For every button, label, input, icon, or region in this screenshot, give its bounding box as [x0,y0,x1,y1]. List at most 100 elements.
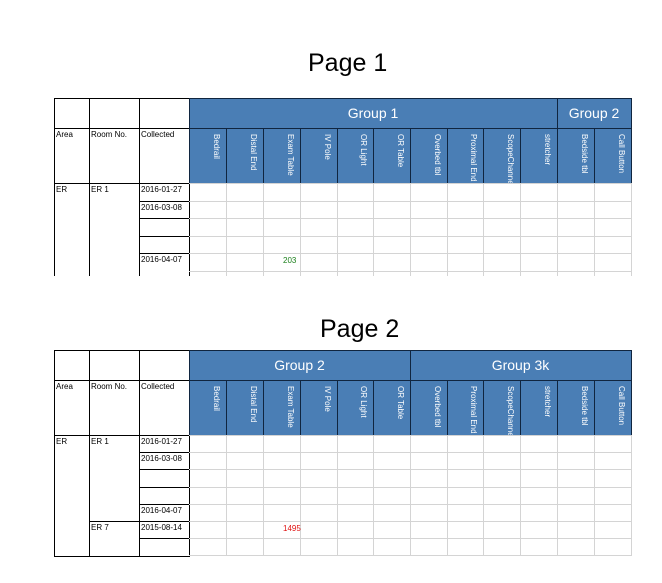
collected-row-line [139,236,189,237]
column-header-cell [263,380,301,436]
column-header-label: Bedside tbl [580,134,589,174]
grid-column-line [594,183,595,276]
collected-row-line [139,218,189,219]
room-cell: ER 1 [91,185,109,194]
column-header-cell [594,380,632,436]
table-bottom-border [54,556,190,557]
grid-row-line [189,271,632,272]
column-header-label: Proximal End [469,134,478,182]
column-header-cell [447,128,484,184]
grid-row-line [189,469,632,470]
column-header-label: Bedrail [212,134,221,159]
grid-column-line [594,435,595,556]
group-header [189,98,558,129]
column-header-collected: Collected [141,130,175,139]
column-header-cell [373,380,411,436]
column-header-cell [263,128,301,184]
header-cell-blank [54,98,90,129]
column-header-cell [337,128,374,184]
grid-row-line [189,236,632,237]
header-cell-blank [54,350,90,381]
grid-column-line [410,183,411,276]
page-title: Page 2 [320,315,400,343]
column-header-cell [594,128,632,184]
area-cell: ER [56,185,68,194]
table-border [139,435,140,556]
room-cell: ER 7 [91,523,109,532]
column-header-label: Distal End [249,386,258,423]
column-header-label: Call Button [617,386,626,426]
column-header-label: Exam Table [286,134,295,176]
column-header-label: ScopeChannel [506,134,515,187]
column-header-collected: Collected [141,382,175,391]
room-row-line [89,521,189,522]
table-border [89,435,90,556]
grid-row-line [189,435,632,436]
column-header-cell [410,128,448,184]
column-header-room-no-: Room No. [91,382,128,391]
column-header-label: Exam Table [286,386,295,428]
grid-row-line [189,452,632,453]
table-left-border [54,435,55,556]
column-header-label: Bedrail [212,386,221,411]
column-header-label: ScopeChannel [506,386,515,439]
collected-date-cell: 2016-01-27 [141,437,182,446]
grid-column-line [447,183,448,276]
column-header-label: OR Light [359,386,368,418]
column-header-label: Proximal End [469,386,478,434]
collected-date-cell: 2016-04-07 [141,255,182,265]
grid-column-line [631,183,632,276]
grid-column-line [337,183,338,276]
column-header-area: Area [56,130,73,139]
collected-row-line [139,201,189,202]
column-header-area: Area [56,382,73,391]
table-border [189,183,190,276]
column-header-cell [483,380,521,436]
column-header-cell [300,380,338,436]
column-header-label: Overbed tbl [433,134,442,176]
grid-column-line [226,435,227,556]
column-header-cell [557,380,595,436]
page-title: Page 1 [308,49,388,77]
collected-row-line [139,487,189,488]
grid-row-line [189,504,632,505]
grid-column-line [373,435,374,556]
table-border [89,183,90,276]
grid-column-line [483,183,484,276]
column-header-cell [557,128,595,184]
column-header-cell [410,380,448,436]
group-header-label: Group 2 [568,105,620,121]
grid-column-line [483,435,484,556]
grid-column-line [631,435,632,556]
column-header-cell [226,380,264,436]
column-header-label: IV Pole [323,134,332,160]
header-cell-blank [89,98,140,129]
column-header-cell [520,128,558,184]
group-header-label: Group 1 [347,105,399,121]
column-header-label: stretcher [543,386,552,418]
column-header-label: IV Pole [323,386,332,412]
collected-row-line [139,538,189,539]
grid-row-line [189,183,632,184]
column-header-cell [520,380,558,436]
header-cell-blank [89,350,140,381]
collected-date-cell: 2016-01-27 [141,185,182,194]
value-cell: 203 [283,256,297,266]
grid-column-line [226,183,227,276]
table-left-border [54,183,55,276]
grid-row-line [189,201,632,202]
table-border [189,435,190,556]
group-header-label: Group 2 [274,357,325,373]
collected-date-cell: 2015-08-14 [141,523,182,532]
column-header-label: OR Table [396,134,405,168]
column-header-room-no-: Room No. [91,130,128,139]
column-header-cell [189,380,227,436]
column-header-cell [447,380,484,436]
column-header-label: Bedside tbl [580,386,589,426]
collected-row-line [139,469,189,470]
collected-date-cell: 2016-03-08 [141,202,182,212]
grid-row-line [189,521,632,522]
grid-column-line [263,435,264,556]
table-border [139,183,140,276]
grid-column-line [300,435,301,556]
